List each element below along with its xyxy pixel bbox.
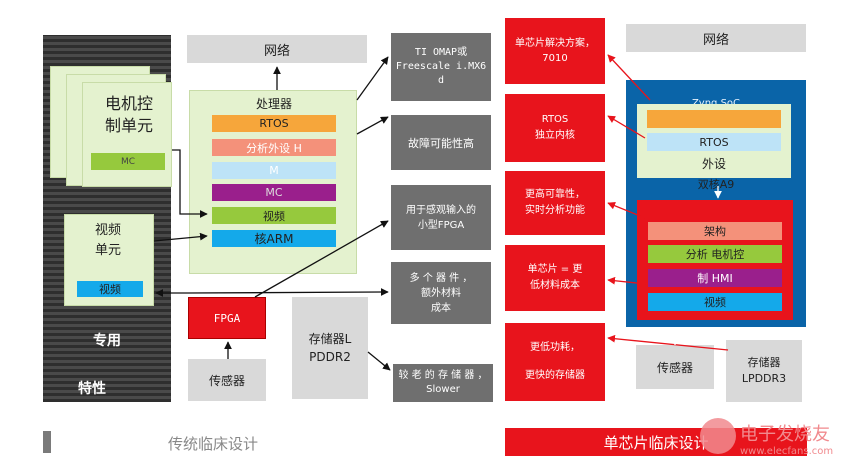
video-unit-card: 视频 单元 视频	[64, 214, 154, 306]
box-omap: TI OMAP或 Freescale i.MX6 d	[391, 33, 491, 101]
zynq-orange-bar	[647, 110, 781, 128]
motor-title: 电机控 制单元	[104, 94, 153, 135]
network-box-right: 网络	[626, 24, 806, 52]
proc-row-analysis: 分析外设 H	[212, 139, 336, 156]
traditional-design-label: 传统临床设计	[168, 435, 259, 453]
video-unit-title: 视频 单元	[95, 223, 122, 258]
proc-row-video: 视频	[212, 207, 336, 224]
zynq-analysis-bar: 分析 电机控	[648, 245, 782, 263]
dedicated-label: 专用	[93, 333, 121, 349]
red-rtos-core: RTOS 独立内核	[505, 94, 605, 162]
fpga-box: FPGA	[188, 297, 266, 339]
zynq-video-bar: 视频	[648, 293, 782, 311]
processor-title: 处理器	[255, 96, 292, 111]
box-old-memory: 较 老 的 存 储 器 ， Slower	[393, 364, 493, 402]
zynq-peripheral: 外设	[701, 156, 726, 171]
proc-row-m: M	[212, 162, 336, 179]
red-power: 更低功耗， 更快的存储器	[505, 323, 605, 401]
motor-control-card: 电机控 制单元 MC	[82, 82, 172, 187]
box-small-fpga: 用于感观输入的 小型FPGA	[391, 185, 491, 250]
box-multi-device: 多 个 器 件 ， 额外材料 成本	[391, 262, 491, 324]
zynq-upper-box: RTOS 外设	[637, 104, 791, 178]
sensor-box-left: 传感器	[188, 359, 266, 401]
zynq-rtos-bar: RTOS	[647, 133, 781, 151]
arrow-fpga-multi	[187, 288, 389, 296]
video-unit-bar: 视频	[77, 281, 143, 297]
elecfans-logo	[700, 418, 736, 454]
feature-label: 特性	[78, 381, 106, 397]
storage-box-left: 存储器L PDDR2	[292, 297, 368, 399]
zynq-hmi-bar: 制 HMI	[648, 269, 782, 287]
red-cost: 单芯片 = 更 低材料成本	[505, 245, 605, 311]
watermark-url: www.elecfans.com	[740, 446, 834, 457]
proc-row-mc: MC	[212, 184, 336, 201]
zynq-dual-core: 双核A9	[697, 178, 735, 191]
zynq-core-box: 架构 分析 电机控 制 HMI 视频	[637, 200, 793, 320]
sensor-box-right: 传感器	[636, 345, 714, 389]
storage-box-right: 存储器 LPDDR3	[726, 340, 802, 402]
zynq-panel: Zynq SoC RTOS 外设 双核A9 架构 分析 电机控 制 HMI 视频	[626, 80, 806, 327]
zynq-arch-bar: 架构	[648, 222, 782, 240]
arrow-proc-omap	[356, 56, 389, 101]
bottom-marker	[43, 431, 51, 453]
network-box-left: 网络	[187, 35, 367, 63]
proc-row-rtos: RTOS	[212, 115, 336, 132]
motor-mc-bar: MC	[91, 153, 165, 170]
red-single-chip: 单芯片解决方案， 7010	[505, 18, 605, 84]
red-reliability: 更高可靠性， 实时分析功能	[505, 171, 605, 235]
arrow-proc-fault	[356, 116, 389, 135]
zynq-title: Zynq SoC	[691, 97, 741, 109]
single-chip-design-label: 单芯片临床设计	[505, 428, 807, 456]
arrow-storage-slow	[367, 351, 391, 371]
proc-row-core: 核ARM	[212, 230, 336, 247]
processor-panel: 处理器 RTOS 分析外设 H M MC 视频 核ARM	[189, 90, 357, 274]
watermark-brand: 电子发烧友	[740, 424, 830, 445]
box-fault: 故障可能性高	[391, 115, 491, 170]
